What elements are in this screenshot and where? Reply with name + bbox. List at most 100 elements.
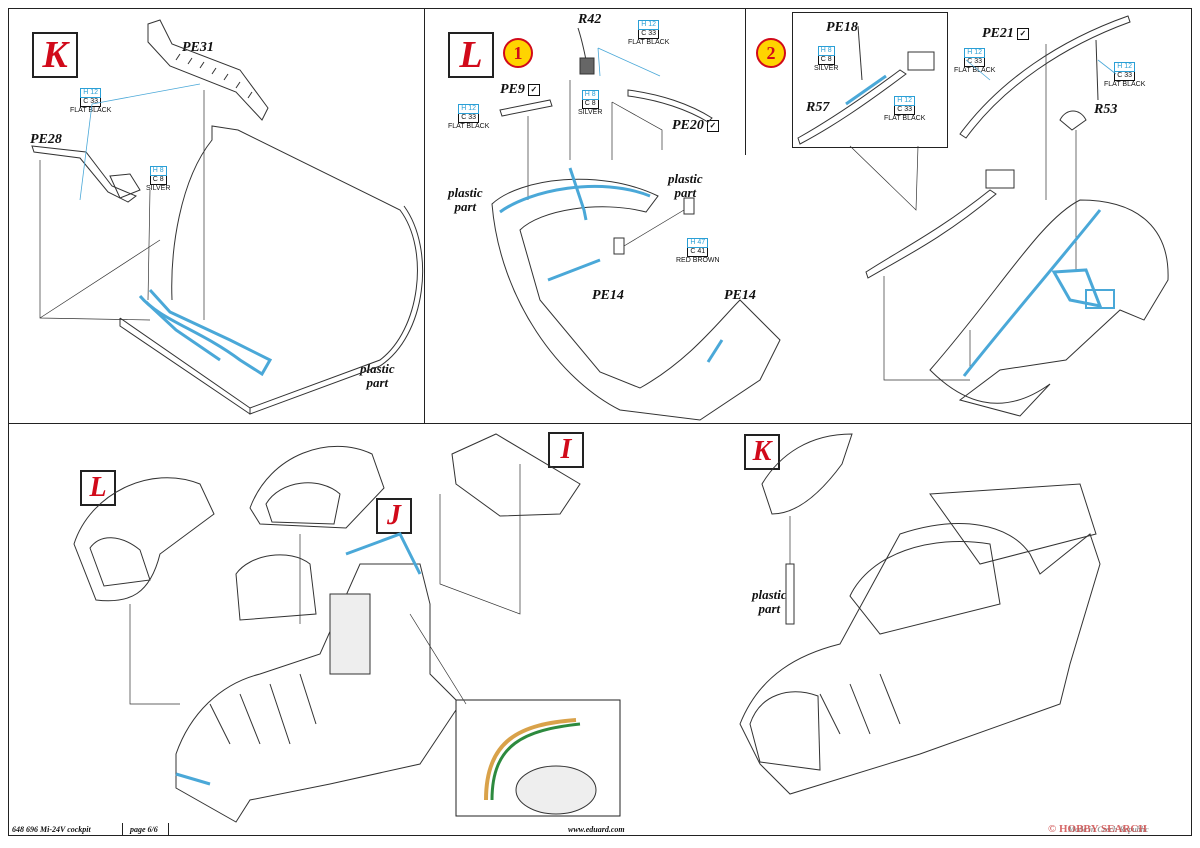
step-letter-l: L — [448, 32, 494, 78]
pe21-part — [959, 15, 1131, 139]
pe31-teeth — [175, 53, 253, 99]
installed-pe9-l — [499, 184, 651, 214]
cockpit-detail-right — [819, 673, 901, 735]
plastic-part-label-l-right: plastic part — [668, 171, 703, 200]
leader-box — [39, 160, 161, 321]
installed-r42-l — [568, 167, 588, 221]
r57-connector — [985, 169, 1015, 189]
leader-arrows — [147, 90, 205, 320]
footer-separator — [122, 823, 123, 836]
paint-code-r57: H 12 C 33 FLAT BLACK — [884, 96, 926, 122]
panel-step-2-drawing — [797, 15, 1169, 417]
leader-arrows-step2 — [883, 44, 1077, 381]
canopy-frame-l — [491, 178, 781, 421]
paint-code-r42: H 12 C 33 FLAT BLACK — [628, 20, 670, 46]
check-icon: ✓ — [706, 119, 719, 132]
installed-pe14-a — [547, 258, 601, 282]
part-label-pe28: PE28 — [30, 132, 62, 147]
fuselage-right — [739, 523, 1101, 795]
front-canopy-l — [73, 477, 215, 602]
panel-divider-2 — [745, 8, 746, 155]
part-label-pe14-a: PE14 — [592, 288, 624, 303]
part-label-r42: R42 — [578, 12, 602, 27]
fuselage-left — [175, 563, 461, 823]
r57-part-inset — [797, 69, 907, 145]
plastic-part-label-bottom: plastic part — [752, 587, 787, 616]
r42-connector — [579, 57, 595, 75]
assembly-drawing-bottom-left — [73, 433, 621, 823]
cockpit-wall-edge-k — [249, 205, 423, 415]
step-letter-k-bottom: K — [744, 434, 780, 470]
pe9-part — [499, 99, 553, 117]
check-icon: ✓ — [1016, 27, 1029, 40]
r57-part — [865, 189, 997, 279]
cockpit-wall-k — [119, 125, 418, 409]
leader-plastic — [623, 209, 685, 247]
instrument-column — [329, 593, 371, 675]
part-label-pe18: PE18 — [826, 20, 858, 35]
rear-window — [265, 482, 341, 525]
installed-pe14-b — [706, 339, 724, 363]
front-window-l — [89, 537, 151, 587]
panel-k-drawing — [31, 19, 423, 415]
part-label-pe14-b: PE14 — [724, 288, 756, 303]
footer-bar: 648 696 Mi-24V cockpit page 6/6 www.edua… — [8, 823, 1192, 836]
inset-callout — [849, 145, 919, 211]
step-letter-l-bottom: L — [80, 470, 116, 506]
cockpit-detail-lines — [209, 673, 317, 745]
footer-made-in: Made in Czech Republic — [1068, 825, 1149, 834]
plastic-part-cylinder-1 — [683, 197, 695, 215]
instruction-sheet — [8, 8, 1192, 836]
detail-inset-box — [792, 12, 948, 148]
pe28-clip — [109, 173, 141, 199]
pe18-part — [857, 25, 863, 81]
plastic-rod — [785, 563, 795, 625]
installed-r57-connector — [1085, 289, 1115, 309]
pe31-part — [147, 19, 269, 121]
panel-top-right — [929, 483, 1097, 565]
r57-connector-inset — [907, 51, 935, 71]
paint-code-pe14: H 47 C 41 RED BROWN — [676, 238, 720, 264]
leaders-bottom-left — [129, 464, 521, 705]
leaders-step2 — [965, 59, 1117, 81]
footer-code: 648 696 Mi-24V cockpit — [12, 825, 91, 834]
leader-pe31 — [79, 83, 201, 201]
paint-code-pe21: H 12 C 33 FLAT BLACK — [954, 48, 996, 74]
part-label-pe20: PE20✓ — [672, 118, 719, 134]
cable-orange — [484, 718, 577, 801]
assembly-drawing-bottom-right — [739, 433, 1101, 795]
leader-inset — [409, 613, 467, 705]
pe28-part — [31, 145, 137, 203]
panel-divider-horizontal — [8, 423, 1192, 424]
leader-r42 — [597, 47, 661, 77]
pe20-part — [627, 89, 713, 123]
check-icon: ✓ — [527, 83, 540, 96]
cable-green — [490, 722, 581, 801]
paint-code-pe28: H 8 C 8 SILVER — [146, 166, 171, 192]
pe18-installed-inset — [845, 74, 887, 106]
part-label-pe21: PE21✓ — [982, 26, 1029, 42]
canopy-dome-right — [849, 541, 1001, 635]
plastic-part-label-k: plastic part — [360, 361, 395, 390]
installed-r53-step2 — [1051, 268, 1103, 309]
step-letter-j-bottom: J — [376, 498, 412, 534]
r53-part — [1059, 110, 1087, 131]
step-number-2: 2 — [756, 38, 786, 68]
rear-canopy — [249, 445, 385, 529]
cockpit-base-k — [119, 318, 251, 415]
panel-l-drawing — [491, 27, 781, 421]
leader-arrows-l — [527, 80, 663, 200]
equipment-cylinder — [515, 765, 597, 815]
step-number-1: 1 — [503, 38, 533, 68]
step-letter-k: K — [32, 32, 78, 78]
footer-separator — [168, 823, 169, 836]
watermark-logo: © HOBBY SEARCH — [1048, 823, 1147, 835]
installed-pe28-k — [144, 300, 221, 362]
installed-pe-bottom-left — [175, 532, 422, 786]
paint-code-pe9: H 12 C 33 FLAT BLACK — [448, 104, 490, 130]
paint-code-pe18: H 8 C 8 SILVER — [814, 46, 839, 72]
part-label-r57: R57 — [806, 100, 830, 115]
plastic-part-label-l-left: plastic part — [448, 185, 483, 214]
part-label-pe9: PE9✓ — [500, 82, 540, 98]
panel-divider-1 — [424, 8, 425, 423]
